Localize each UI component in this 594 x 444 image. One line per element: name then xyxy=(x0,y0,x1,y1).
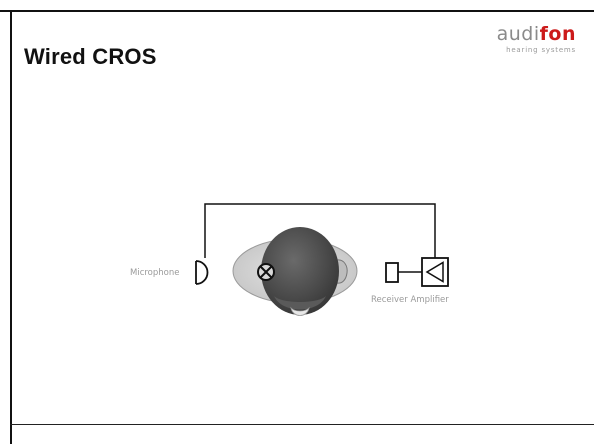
audifon-logo: audifon hearing systems xyxy=(484,24,576,55)
microphone-label: Microphone xyxy=(130,268,179,278)
microphone-icon xyxy=(195,260,209,285)
logo-word-accent: fon xyxy=(539,23,576,45)
logo-word-prefix: audi xyxy=(496,23,540,45)
right-ear-icon xyxy=(336,259,348,284)
frame-bottom-border xyxy=(10,424,594,425)
frame-top-border xyxy=(0,10,594,12)
logo-wordmark: audifon xyxy=(484,24,576,44)
amplifier-icon xyxy=(421,257,449,287)
frame-left-border xyxy=(10,10,12,444)
receiver-amplifier-label: Receiver Amplifier xyxy=(371,295,449,305)
logo-tagline: hearing systems xyxy=(506,46,576,54)
muted-ear-icon xyxy=(257,263,275,281)
wire-connection xyxy=(204,203,436,258)
head-icon xyxy=(261,227,339,316)
slide-title: Wired CROS xyxy=(24,44,157,69)
receiver-icon xyxy=(385,262,422,283)
